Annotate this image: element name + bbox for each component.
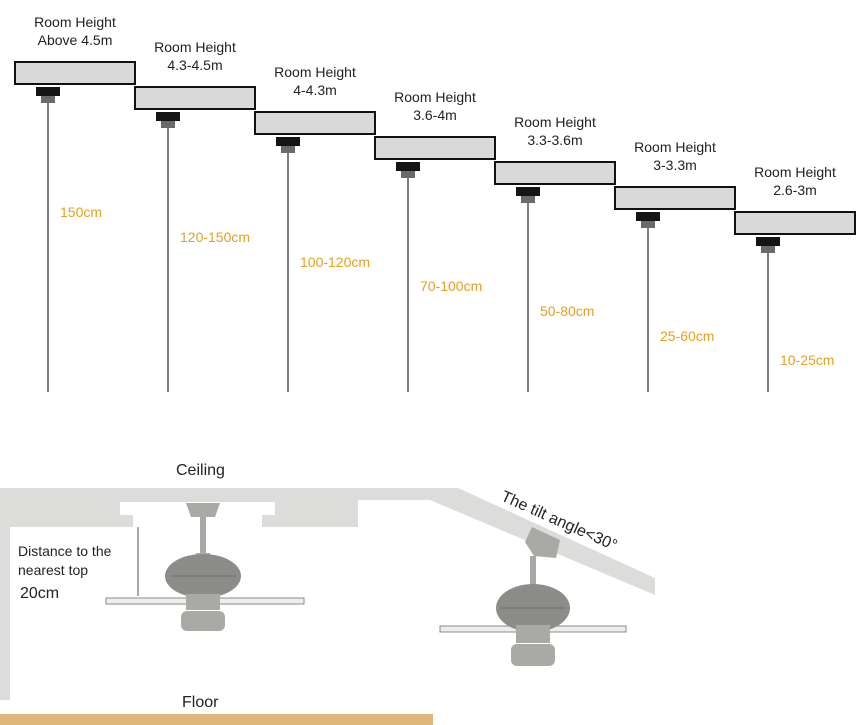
fan-downrod [200, 517, 206, 557]
floor-label: Floor [182, 694, 219, 711]
ceiling-block [374, 136, 496, 160]
fan-light-kit [511, 644, 555, 666]
room-height-range: 2.6-3m [773, 182, 817, 198]
room-height-range: 4.3-4.5m [167, 57, 223, 73]
downrod-length-label: 50-80cm [540, 303, 595, 319]
fan-blade-right [207, 597, 305, 605]
mount-coupler [521, 196, 535, 203]
downrod-length-label: 25-60cm [660, 328, 715, 344]
mount-bracket [276, 137, 300, 146]
room-height-label: Room Height 3.6-4m [385, 88, 485, 124]
installation-drawing: The tilt angle<30° [0, 488, 655, 725]
mount-coupler [41, 96, 55, 103]
mount-bracket [516, 187, 540, 196]
mount-bracket [36, 87, 60, 96]
mount-bracket [756, 237, 780, 246]
mount-bracket [636, 212, 660, 221]
room-height-range: 3-3.3m [653, 157, 697, 173]
fan-light-kit [181, 611, 225, 631]
fan-downrod [530, 556, 536, 594]
room-height-title: Room Height [514, 114, 596, 130]
mount-bracket [156, 112, 180, 121]
ceiling-fan-sloped [439, 527, 627, 666]
floor [0, 714, 433, 725]
ceiling-steps [14, 61, 856, 392]
mount-coupler [281, 146, 295, 153]
ceiling-fan-flat [105, 503, 305, 631]
room-height-title: Room Height [274, 64, 356, 80]
room-height-label: Room Height 4-4.3m [265, 63, 365, 99]
mount-coupler [761, 246, 775, 253]
room-height-title: Room Height [394, 89, 476, 105]
downrod-length-label: 10-25cm [780, 352, 835, 368]
mount-coupler [641, 221, 655, 228]
room-height-range: 3.6-4m [413, 107, 457, 123]
room-height-title: Room Height [154, 39, 236, 55]
ceiling-block [614, 186, 736, 210]
room-height-label: Room Height 3-3.3m [625, 138, 725, 174]
ceiling-block [734, 211, 856, 235]
ceiling-block [494, 161, 616, 185]
ceiling-block [14, 61, 136, 85]
room-height-label: Room Height 2.6-3m [745, 163, 845, 199]
fan-canopy [186, 503, 220, 517]
room-height-title: Room Height [754, 164, 836, 180]
fan-switch-housing [516, 625, 550, 643]
fan-canopy-tilted [525, 527, 560, 558]
mount-coupler [401, 171, 415, 178]
mount-coupler [161, 121, 175, 128]
fan-switch-housing [186, 594, 220, 610]
downrod-length-label: 100-120cm [300, 254, 371, 270]
room-height-range: 4-4.3m [293, 82, 337, 98]
distance-label-line1: Distance to the [18, 543, 112, 559]
ceiling-block [134, 86, 256, 110]
mount-bracket [396, 162, 420, 171]
room-height-range: 3.3-3.6m [527, 132, 583, 148]
room-height-title: Room Height [634, 139, 716, 155]
downrod-length-label: 120-150cm [180, 229, 251, 245]
downrod-length-label: 150cm [60, 204, 103, 220]
room-height-label: Room Height 3.3-3.6m [505, 113, 605, 149]
bottom-ceiling [0, 488, 655, 700]
distance-value: 20cm [20, 585, 60, 602]
room-height-title: Room Height [34, 14, 116, 30]
ceiling-label: Ceiling [176, 462, 225, 479]
room-height-label: Room Height 4.3-4.5m [145, 38, 245, 74]
distance-label-line2: nearest top [18, 562, 89, 578]
room-height-range: Above 4.5m [37, 32, 113, 48]
downrod-length-label: 70-100cm [420, 278, 483, 294]
ceiling-block [254, 111, 376, 135]
